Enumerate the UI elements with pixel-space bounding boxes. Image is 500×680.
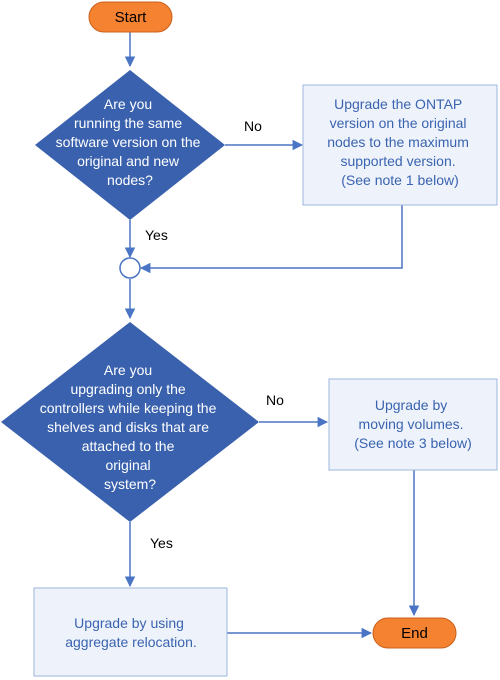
end-terminal-shape <box>372 617 457 649</box>
decision-software-text: Are you running the same software versio… <box>56 96 205 188</box>
decision-software-line: Are you <box>104 96 152 112</box>
process-upgrade-ontap-line: supported version. <box>340 153 455 169</box>
connectors <box>124 32 420 639</box>
process-upgrade-ontap-box <box>302 84 498 206</box>
edge-label-software-no: No <box>244 118 262 134</box>
decision-software-version: Are you running the same software versio… <box>35 70 225 220</box>
process-aggregate-relocation-text: Upgrade by using aggregate relocation. <box>65 615 197 650</box>
process-moving-volumes-line: moving volumes. <box>359 416 464 432</box>
process-moving-volumes-text: Upgrade by moving volumes. (See note 3 b… <box>354 397 472 451</box>
decision-controllers-line: system? <box>104 476 156 492</box>
decision-controllers-line: original <box>105 457 150 473</box>
process-moving-volumes-line: Upgrade by <box>375 397 447 413</box>
process-upgrade-ontap-line: nodes to the maximum <box>327 134 469 150</box>
start-label: Start <box>115 9 148 26</box>
decision-software-line: software version on the <box>56 134 201 150</box>
process-upgrade-ontap-line: (See note 1 below) <box>341 172 459 188</box>
decision-software-shape <box>35 70 225 220</box>
process-aggregate-relocation-box <box>33 587 228 677</box>
decision-controllers-line: Are you <box>104 362 152 378</box>
edge-label-controllers-no: No <box>266 392 284 408</box>
merge-connector <box>119 257 141 279</box>
process-upgrade-ontap-line: version on the original <box>330 115 467 131</box>
decision-controllers-line: upgrading only the <box>70 381 185 397</box>
decision-software-line: original and new <box>77 153 180 169</box>
decision-controllers: Are you upgrading only the controllers w… <box>1 322 259 522</box>
process-moving-volumes-line: (See note 3 below) <box>354 435 472 451</box>
end-terminal: End <box>372 617 457 649</box>
decision-controllers-text: Are you upgrading only the controllers w… <box>40 362 221 492</box>
decision-controllers-line: controllers while keeping the <box>40 400 217 416</box>
process-aggregate-relocation-line: Upgrade by using <box>74 615 184 631</box>
edge-label-software-yes: Yes <box>145 227 168 243</box>
decision-controllers-line: attached to the <box>82 438 175 454</box>
process-moving-volumes-box <box>328 378 498 471</box>
start-terminal: Start <box>88 1 173 33</box>
process-aggregate-relocation: Upgrade by using aggregate relocation. <box>33 587 228 677</box>
decision-controllers-line: shelves and disks that are <box>47 419 209 435</box>
process-upgrade-ontap: Upgrade the ONTAP version on the origina… <box>302 84 498 206</box>
process-moving-volumes: Upgrade by moving volumes. (See note 3 b… <box>328 378 498 471</box>
process-upgrade-ontap-text: Upgrade the ONTAP version on the origina… <box>327 96 473 188</box>
decision-software-line: nodes? <box>107 172 153 188</box>
decision-software-line: running the same <box>74 115 182 131</box>
start-terminal-shape <box>88 1 173 33</box>
process-aggregate-relocation-line: aggregate relocation. <box>65 634 197 650</box>
edge-upgrade-ontap-to-merge <box>139 205 403 274</box>
decision-controllers-shape <box>1 322 259 522</box>
process-upgrade-ontap-line: Upgrade the ONTAP <box>334 96 462 112</box>
end-label: End <box>401 625 428 642</box>
edge-label-controllers-yes: Yes <box>150 535 173 551</box>
